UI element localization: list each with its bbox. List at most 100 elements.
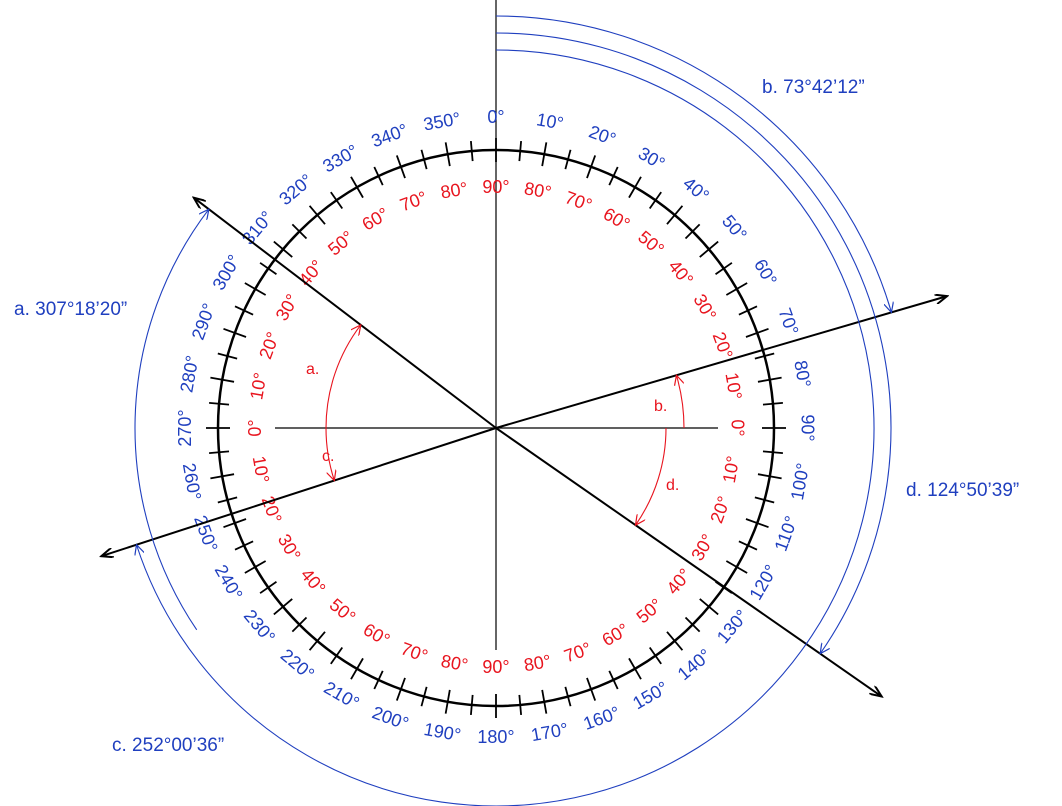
bearing-arc-a: [325, 325, 361, 429]
bearing-label: 20°: [706, 493, 734, 525]
tick-mark: [699, 240, 719, 258]
bearing-label: 80°: [439, 651, 469, 675]
tick-mark: [420, 149, 428, 170]
tick-mark: [541, 689, 548, 714]
azimuth-label: 30°: [635, 143, 669, 174]
bearing-label: 50°: [324, 227, 358, 260]
callout-b: b. 73°42’12”: [762, 77, 865, 98]
azimuth-label: 280°: [176, 354, 202, 394]
bearing-label: 60°: [600, 204, 634, 235]
bearing-label: 30°: [274, 531, 305, 565]
tick-mark: [444, 142, 451, 167]
tick-mark: [223, 518, 247, 529]
bearing-label: 40°: [664, 256, 697, 290]
bearing-label: 10°: [249, 454, 273, 484]
tick-mark: [725, 560, 748, 574]
bearing-label: 80°: [522, 651, 552, 675]
bearing-arc-d: [636, 427, 667, 525]
tick-mark: [291, 616, 308, 633]
tick-mark: [666, 205, 684, 225]
azimuth-label: 290°: [188, 301, 220, 343]
tick-mark: [470, 141, 474, 162]
tick-mark: [541, 142, 548, 167]
tick-mark: [754, 352, 775, 360]
azimuth-label: 170°: [530, 719, 570, 745]
azimuth-label: 160°: [581, 702, 623, 734]
tick-mark: [444, 689, 451, 714]
bearing-label: 40°: [295, 256, 328, 290]
bearing-label: 80°: [523, 178, 553, 202]
azimuth-label: 130°: [713, 606, 752, 647]
azimuth-label: 20°: [586, 121, 618, 149]
azimuth-arc-a: [134, 209, 209, 631]
bearing-label: 90°: [482, 657, 509, 677]
azimuth-label: 220°: [277, 645, 318, 684]
tick-mark: [628, 657, 642, 680]
azimuth-label: 70°: [774, 305, 802, 337]
tick-mark: [259, 262, 277, 276]
tick-mark: [586, 155, 597, 179]
bearing-label: 20°: [255, 329, 283, 361]
azimuth-label: 300°: [208, 251, 244, 293]
tick-mark: [223, 327, 247, 338]
tick-mark: [757, 376, 782, 383]
azimuth-label: 310°: [238, 207, 277, 248]
tick-mark: [628, 176, 642, 199]
tick-mark: [373, 166, 384, 186]
bearing-label: 50°: [326, 594, 360, 627]
tick-mark: [217, 352, 238, 360]
tick-mark: [350, 176, 364, 199]
line-a: [194, 198, 497, 429]
bearing-arc-b: [676, 375, 685, 429]
bearing-label: 70°: [562, 187, 594, 215]
bearing-label-b: b.: [654, 398, 667, 415]
tick-mark: [648, 191, 662, 209]
bearing-label: 10°: [721, 371, 745, 401]
tick-mark: [754, 496, 775, 504]
tick-mark: [745, 327, 769, 338]
tick-mark: [762, 450, 783, 454]
bearing-label: 70°: [397, 187, 429, 215]
tick-mark: [648, 647, 662, 665]
tick-mark: [373, 670, 384, 690]
tick-mark: [684, 223, 701, 240]
bearing-label: 40°: [662, 565, 695, 599]
tick-mark: [725, 282, 748, 296]
bearing-label-a: a.: [306, 361, 319, 378]
bearing-label-d: d.: [666, 477, 679, 494]
tick-mark: [308, 205, 326, 225]
tick-mark: [666, 631, 684, 651]
azimuth-label: 100°: [787, 462, 813, 502]
bearing-label: 70°: [398, 638, 430, 666]
tick-mark: [273, 598, 293, 616]
azimuth-label: 260°: [179, 462, 205, 502]
azimuth-arc-c: [136, 49, 875, 806]
tick-mark: [564, 149, 572, 170]
tick-mark: [244, 282, 267, 296]
bearing-label: 0°: [727, 419, 747, 436]
tick-mark: [470, 694, 474, 715]
tick-mark: [273, 240, 293, 258]
tick-mark: [608, 670, 619, 690]
tick-mark: [210, 473, 235, 480]
tick-mark: [762, 402, 783, 406]
callout-c: c. 252°00’36”: [112, 735, 224, 756]
tick-mark: [308, 631, 326, 651]
tick-mark: [259, 580, 277, 594]
azimuth-label: 200°: [369, 702, 411, 734]
tick-mark: [330, 647, 344, 665]
tick-mark: [217, 496, 238, 504]
bearing-label: 0°: [245, 419, 265, 436]
line-d: [495, 427, 882, 697]
callout-d: d. 124°50’39”: [906, 480, 1019, 501]
bearing-label: 60°: [599, 619, 633, 650]
bearing-label: 40°: [297, 565, 330, 599]
tick-mark: [684, 616, 701, 633]
tick-mark: [209, 402, 230, 406]
tick-mark: [291, 223, 308, 240]
bearing-label: 90°: [482, 177, 509, 197]
bearing-label: 20°: [709, 329, 737, 361]
tick-mark: [745, 518, 769, 529]
tick-mark: [234, 305, 254, 316]
azimuth-label: 120°: [745, 561, 781, 603]
